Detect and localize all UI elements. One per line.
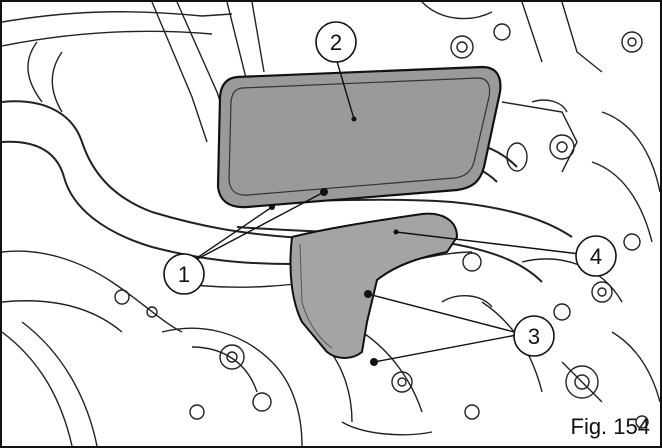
callout-circle xyxy=(315,21,357,63)
lower-cover xyxy=(289,212,459,359)
callout-circle xyxy=(513,315,555,357)
leader-line-3b xyxy=(373,333,523,363)
figure-caption: Fig. 154 xyxy=(570,414,651,439)
callout-4: 4 xyxy=(575,235,617,277)
callout-circle xyxy=(163,253,205,295)
callout-label-2: 2 xyxy=(330,30,342,55)
callout-label-3: 3 xyxy=(528,324,540,349)
leader-line-1a xyxy=(187,191,325,265)
leader-endpoints xyxy=(351,116,399,235)
leader-line-3a xyxy=(367,293,523,335)
callout-label-1: 1 xyxy=(178,262,190,287)
callout-1: 1 xyxy=(163,253,205,295)
callout-2: 2 xyxy=(315,21,357,63)
leader-line-2 xyxy=(335,57,355,120)
callout-circles: 1 2 3 4 xyxy=(163,21,617,357)
leader-line-1b xyxy=(187,206,273,265)
callout-3: 3 xyxy=(513,315,555,357)
upper-cover xyxy=(216,65,502,209)
callout-circle xyxy=(575,235,617,277)
callout-label-4: 4 xyxy=(590,244,602,269)
leader-line-4 xyxy=(395,231,581,255)
leader-lines xyxy=(187,57,581,363)
